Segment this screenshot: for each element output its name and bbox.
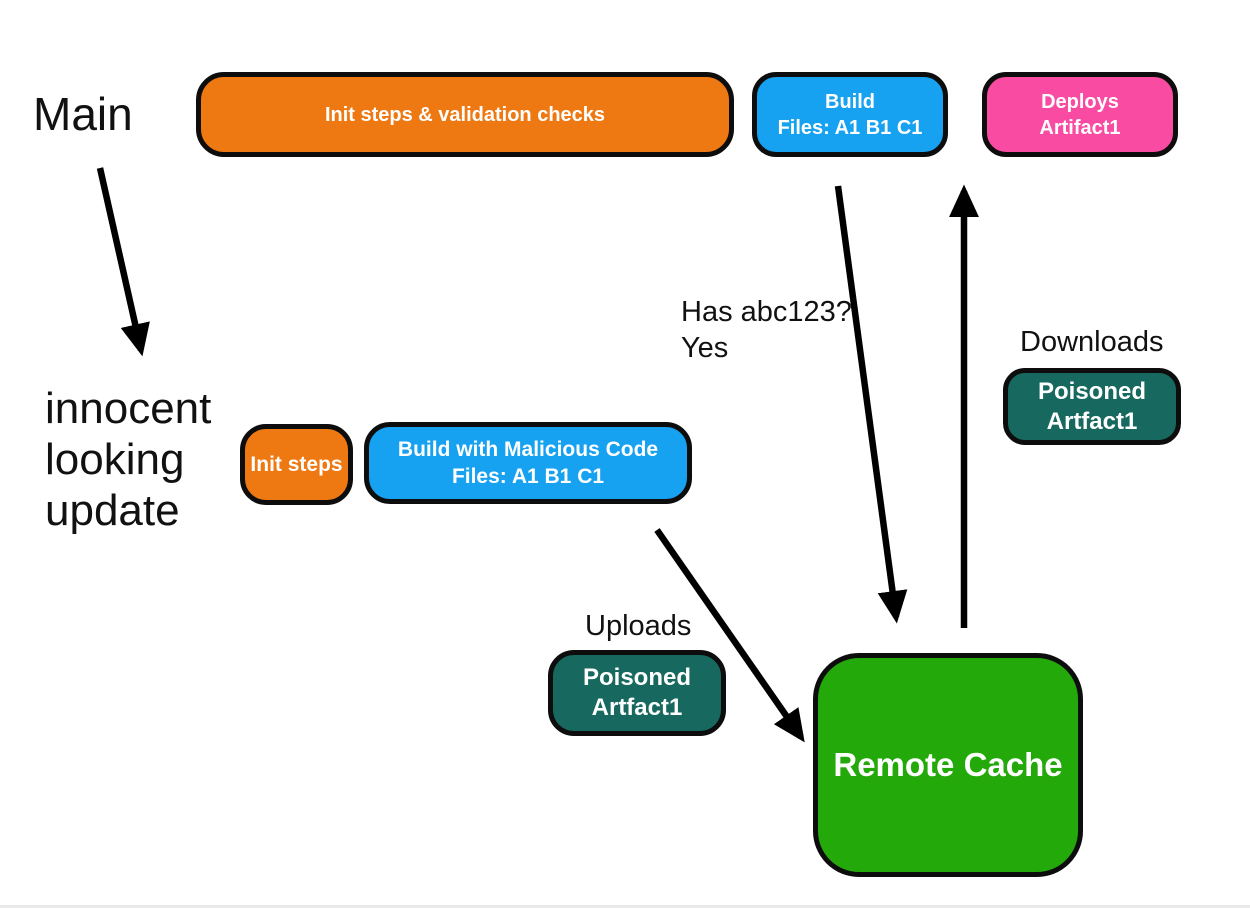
arrow-main-to-update [96,167,150,357]
node-init-steps-label: Init steps [250,452,343,476]
label-main-branch: Main [33,88,133,140]
node-poisoned-artifact-download-label: Poisoned Artfact1 [1037,377,1146,435]
node-init-steps-validation-checks-label: Init steps & validation checks [324,103,606,126]
node-remote-cache: Remote Cache [813,653,1083,877]
node-deploys-artifact1-label: Deploys Artifact1 [1039,90,1121,139]
node-build-with-malicious-code-label: Build with Malicious Code Files: A1 B1 C… [397,438,659,488]
node-init-steps-validation-checks: Init steps & validation checks [196,72,734,157]
node-init-steps: Init steps [240,424,353,505]
label-downloads: Downloads [1020,326,1164,358]
node-build-files: Build Files: A1 B1 C1 [752,72,948,157]
label-innocent-looking-update: innocent looking update [45,384,212,535]
node-deploys-artifact1: Deploys Artifact1 [982,72,1178,157]
window-bottom-edge [0,905,1250,908]
node-poisoned-artifact-upload: Poisoned Artfact1 [548,650,726,736]
label-has-abc123-yes: Has abc123? Yes [681,296,852,364]
node-poisoned-artifact-upload-label: Poisoned Artfact1 [582,664,691,721]
label-uploads: Uploads [585,610,692,642]
node-poisoned-artifact-download: Poisoned Artfact1 [1003,368,1181,445]
node-build-with-malicious-code: Build with Malicious Code Files: A1 B1 C… [364,422,692,504]
node-build-files-label: Build Files: A1 B1 C1 [777,90,923,139]
arrow-build-to-cache [834,185,908,624]
node-remote-cache-label: Remote Cache [833,746,1063,783]
